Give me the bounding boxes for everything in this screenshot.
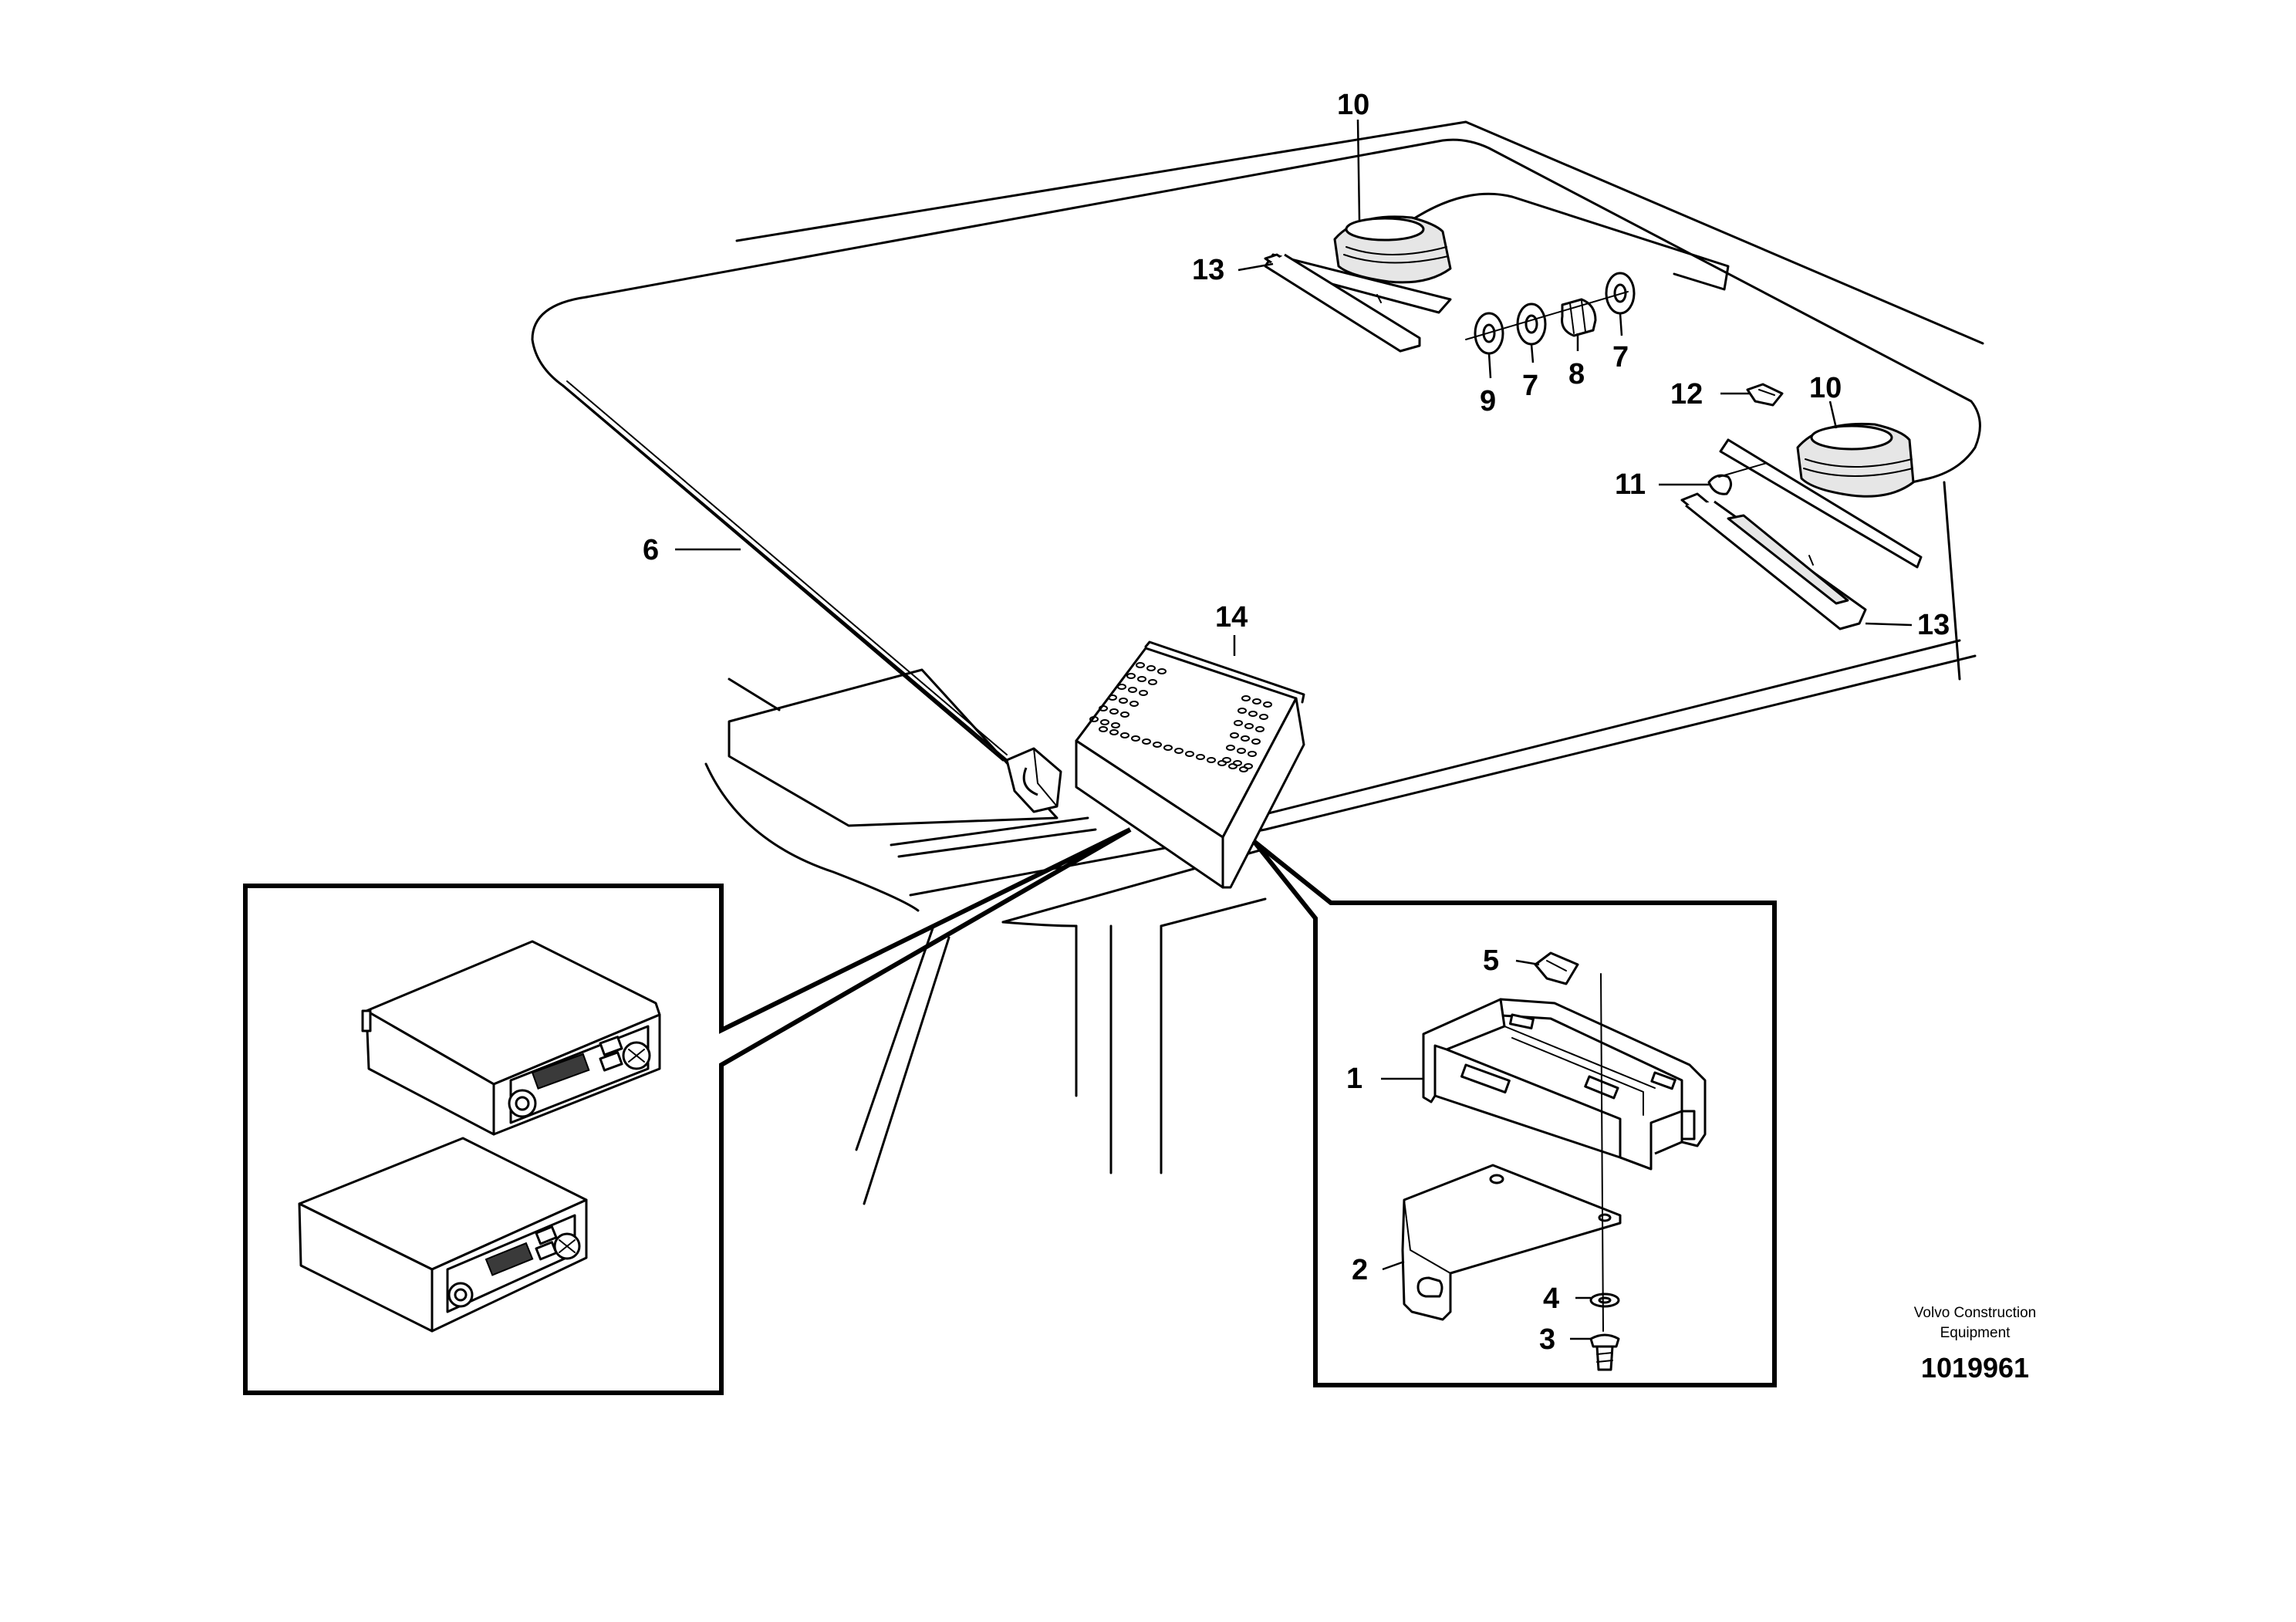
callout-13: 13 [1192, 254, 1224, 286]
footer: Volvo Construction Equipment 1019961 [1914, 1305, 2036, 1384]
vent-hole [1100, 719, 1109, 725]
vent-hole [1131, 735, 1140, 742]
vent-hole [1255, 726, 1264, 732]
vent-hole [1233, 760, 1242, 766]
callout-10: 10 [1337, 89, 1369, 121]
radio-variant-b [298, 1137, 588, 1333]
vent-hole [1217, 760, 1227, 766]
vent-hole [1120, 711, 1129, 718]
speaker-right [1719, 422, 1923, 569]
callout-labels: 10 13 9 7 8 7 12 10 11 13 6 14 5 1 2 4 3 [643, 89, 1950, 1356]
vent-hole [1230, 732, 1239, 738]
vent-hole [1089, 716, 1099, 722]
vent-hole [1239, 766, 1248, 772]
antenna-cable [562, 380, 1062, 813]
callout-5: 5 [1483, 944, 1499, 977]
vent-hole [1241, 735, 1250, 742]
vent-hole [1148, 679, 1157, 685]
vent-hole [1237, 708, 1247, 714]
vent-hole [1137, 676, 1146, 682]
vent-hole [1226, 745, 1235, 751]
vent-hole [1244, 763, 1253, 769]
callout-7: 7 [1522, 370, 1538, 402]
vent-hole [1252, 698, 1261, 705]
brand-line-1: Volvo Construction [1914, 1305, 2036, 1321]
callout-13: 13 [1917, 609, 1950, 641]
screw-3 [1589, 1333, 1620, 1371]
vent-hole [1117, 684, 1126, 690]
vent-hole [1251, 738, 1261, 745]
vent-hole [1139, 690, 1148, 696]
vent-hole [1126, 673, 1136, 679]
radio-vent-holes [1089, 662, 1272, 772]
speaker-left [1264, 215, 1452, 314]
callout-7: 7 [1612, 341, 1629, 373]
vent-hole [1163, 745, 1173, 751]
vent-hole [1222, 757, 1231, 763]
assembly-axis [1600, 973, 1604, 1332]
radio-unit [1075, 640, 1305, 889]
vent-hole [1099, 726, 1108, 732]
screw-11 [1707, 462, 1768, 495]
vent-hole [1136, 662, 1145, 668]
leader-lines [675, 119, 1913, 1340]
clip-5 [1534, 951, 1579, 985]
radio-variant-a [361, 940, 661, 1136]
clip-12 [1746, 383, 1784, 407]
vent-hole [1153, 742, 1162, 748]
speaker-grille-left [1264, 253, 1421, 353]
vent-hole [1146, 665, 1156, 671]
vent-hole [1120, 732, 1129, 738]
vent-hole [1174, 748, 1183, 754]
cab-roof-panel [531, 120, 1984, 831]
vent-hole [1111, 722, 1120, 728]
vent-hole [1244, 723, 1254, 729]
vent-hole [1108, 694, 1117, 701]
vent-hole [1142, 738, 1151, 745]
vent-hole [1234, 720, 1243, 726]
callout-12: 12 [1670, 378, 1703, 411]
hardware-washers [1465, 272, 1636, 355]
vent-hole [1207, 757, 1216, 763]
bracket-1 [1422, 998, 1707, 1171]
callout-9: 9 [1480, 385, 1496, 417]
vent-hole [1263, 701, 1272, 708]
document-number: 1019961 [1921, 1352, 2029, 1384]
callout-8: 8 [1568, 358, 1585, 390]
vent-hole [1248, 751, 1257, 757]
vent-hole [1185, 751, 1194, 757]
callout-14: 14 [1215, 601, 1248, 634]
vent-hole [1099, 705, 1108, 711]
vent-hole [1119, 698, 1128, 704]
brand-line-2: Equipment [1940, 1325, 2011, 1341]
vent-hole [1228, 763, 1237, 769]
callout-6: 6 [643, 534, 659, 566]
washer-4 [1589, 1293, 1620, 1308]
vent-hole [1196, 754, 1205, 760]
callout-11: 11 [1615, 468, 1646, 501]
callout-3: 3 [1539, 1323, 1555, 1356]
callout-1: 1 [1346, 1063, 1362, 1095]
bracket-2 [1401, 1164, 1622, 1321]
callout-4: 4 [1543, 1282, 1559, 1315]
vent-hole [1259, 714, 1268, 720]
vent-hole [1109, 729, 1119, 735]
vent-hole [1241, 695, 1251, 701]
callout-10: 10 [1809, 372, 1842, 404]
vent-hole [1129, 701, 1139, 707]
speaker-grille-right [1680, 492, 1867, 630]
detail-box-radios [243, 827, 1132, 1395]
detail-box-bracket [1251, 839, 1777, 1387]
vent-hole [1109, 708, 1119, 715]
callout-2: 2 [1352, 1254, 1368, 1286]
vent-hole [1157, 668, 1167, 674]
vent-hole [1237, 748, 1246, 754]
vent-hole [1248, 711, 1258, 717]
vent-hole [1128, 687, 1137, 693]
